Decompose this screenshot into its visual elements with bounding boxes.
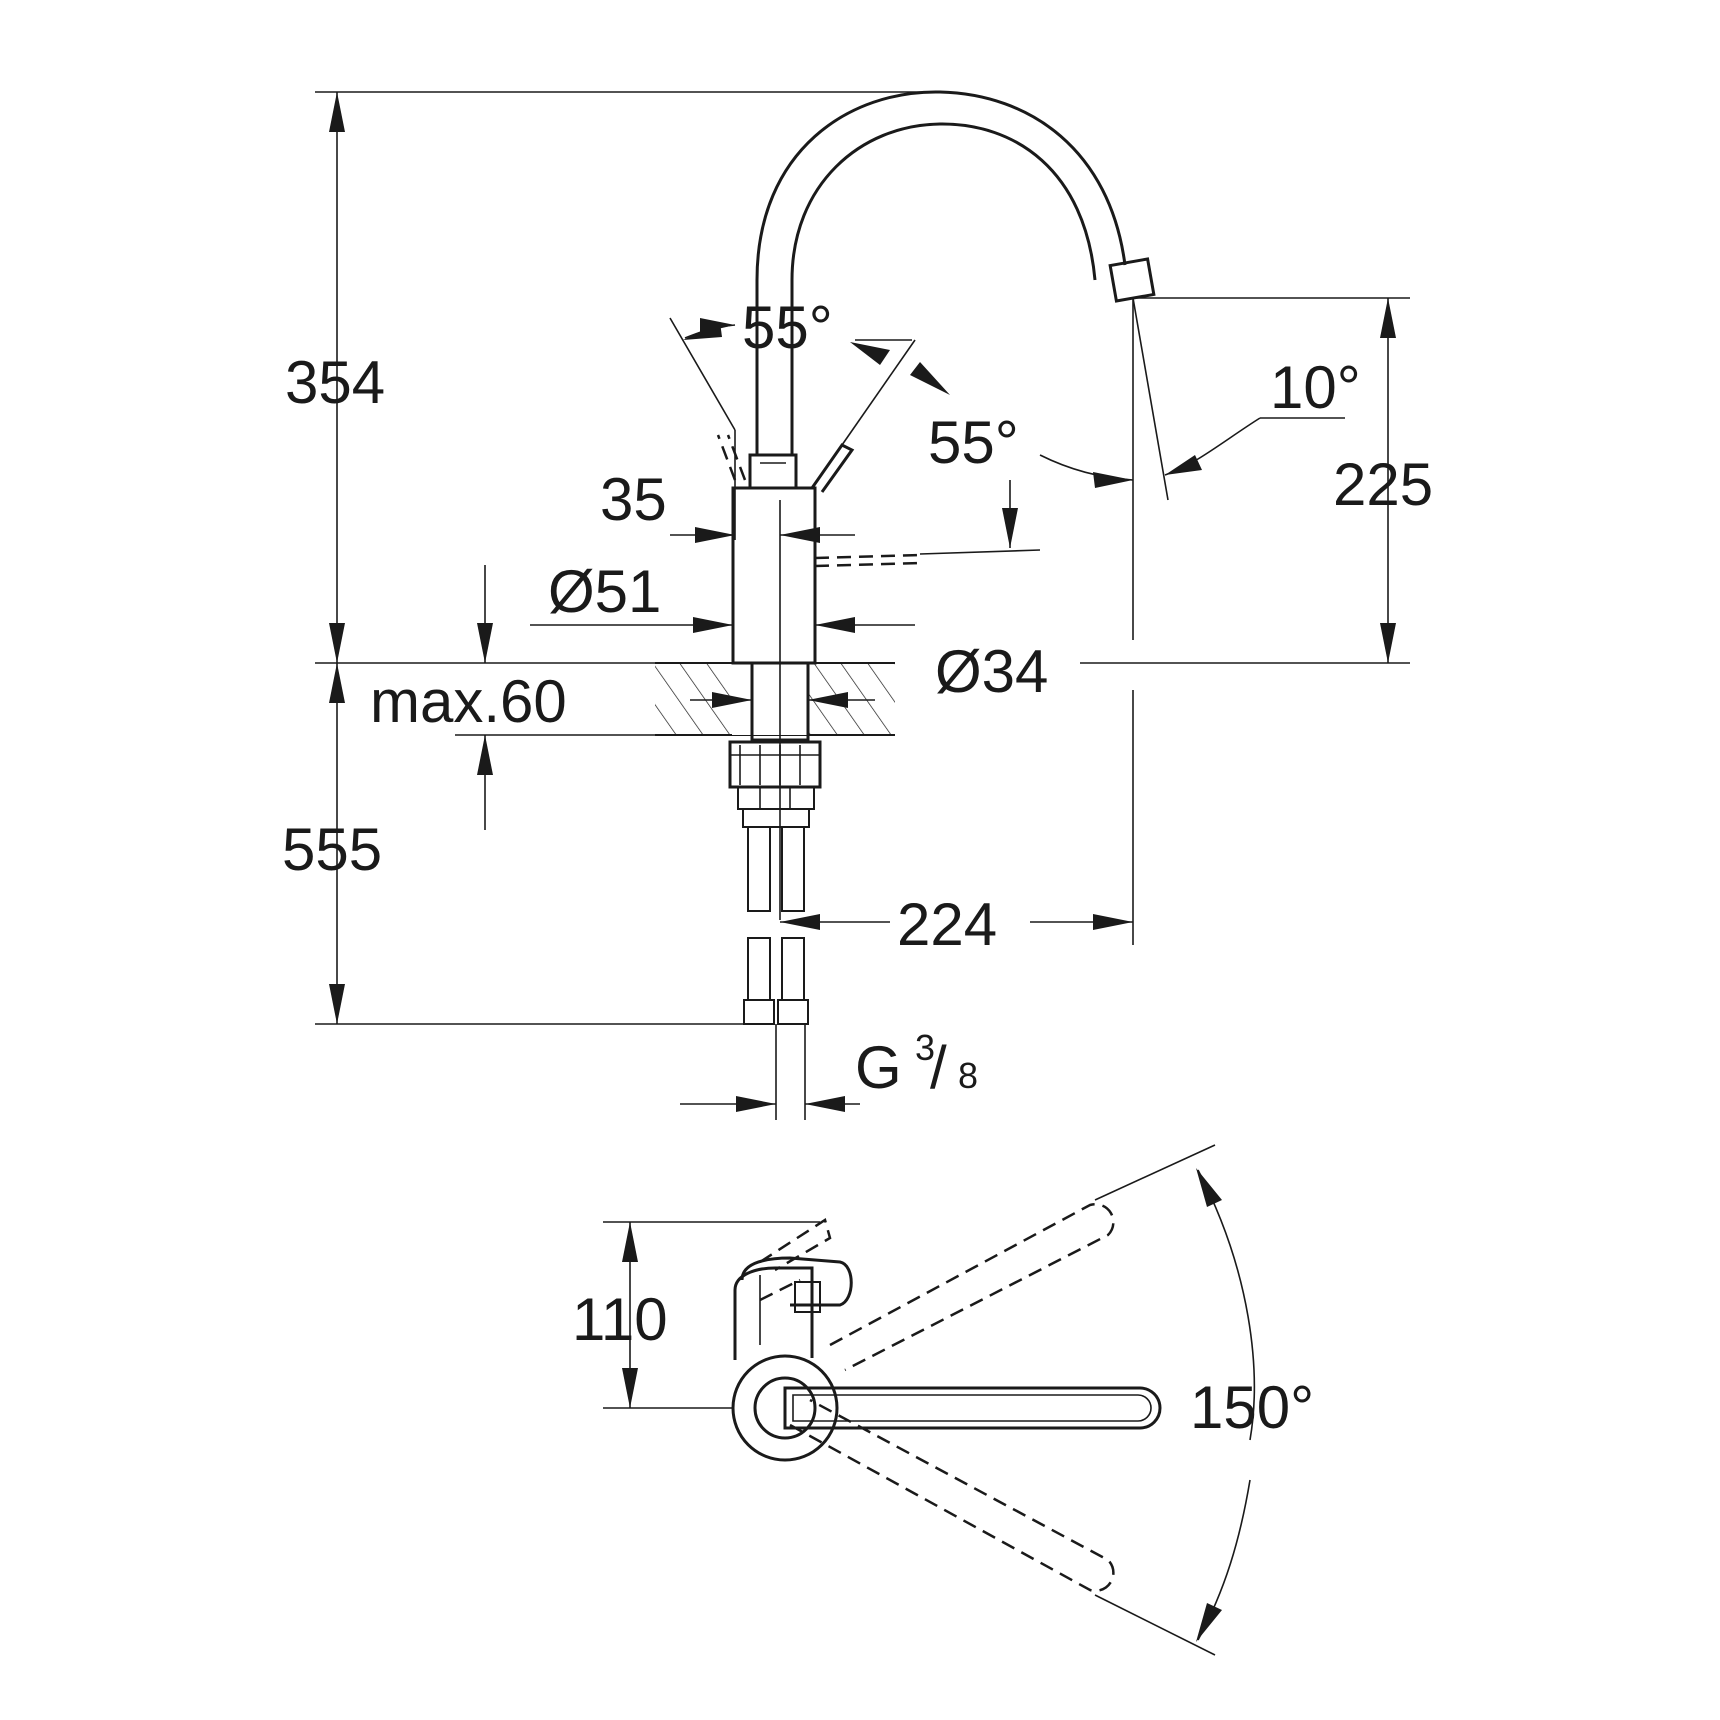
- top-view: 110 150°: [572, 1144, 1314, 1656]
- side-view: 354 555 225 224 35 Ø51 Ø34 max.60 55° 55…: [282, 90, 1433, 1120]
- dimension-lines: [315, 91, 1410, 1112]
- dim-spout-tilt: 10°: [1270, 354, 1361, 421]
- dim-below-deck: 555: [282, 816, 382, 883]
- dim-thread-slash: /: [930, 1034, 947, 1101]
- side-view-labels: 354 555 225 224 35 Ø51 Ø34 max.60 55° 55…: [282, 294, 1433, 1101]
- tap-body: [716, 434, 921, 920]
- dim-swivel-angle: 150°: [1190, 1374, 1314, 1441]
- dim-max-deck: max.60: [370, 668, 567, 735]
- dim-shank-diameter: Ø34: [935, 638, 1048, 705]
- countertop: [655, 662, 895, 736]
- shank: [728, 661, 822, 828]
- dim-total-height: 354: [285, 349, 385, 416]
- dim-body-diameter: Ø51: [548, 558, 661, 625]
- dim-lever-depth: 110: [572, 1286, 668, 1353]
- dim-spout-height: 225: [1333, 451, 1433, 518]
- dim-thread-numerator: 3: [915, 1027, 935, 1068]
- dim-lever-offset: 35: [600, 466, 667, 533]
- dim-thread-main: G: [855, 1034, 902, 1101]
- supply-hoses: [743, 826, 809, 1120]
- dim-spout-reach: 224: [897, 891, 997, 958]
- dim-lever-angle-right: 55°: [928, 409, 1019, 476]
- spout: [755, 90, 1156, 455]
- dim-lever-angle-left: 55°: [742, 294, 833, 361]
- dim-thread-denominator: 8: [958, 1055, 978, 1096]
